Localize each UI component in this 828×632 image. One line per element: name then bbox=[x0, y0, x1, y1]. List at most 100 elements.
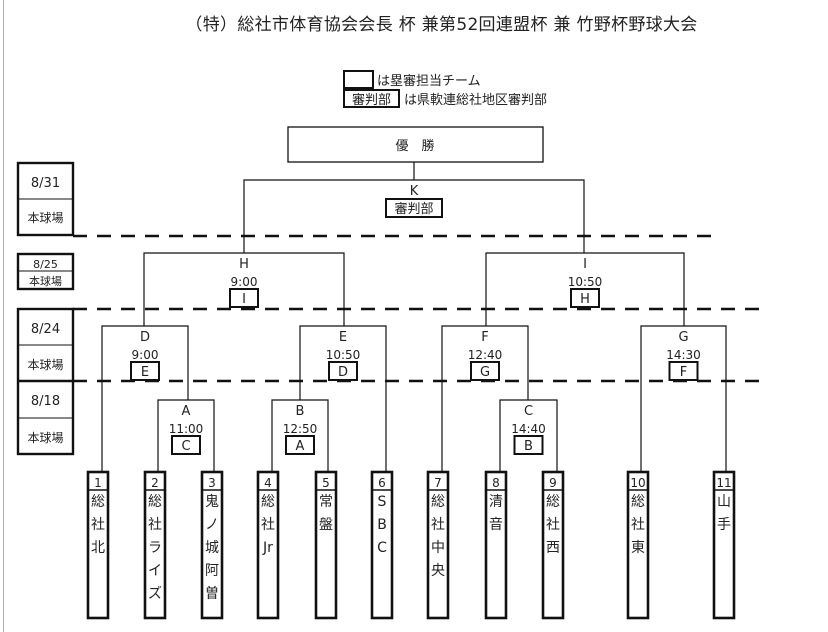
bracket-lines bbox=[101, 162, 727, 472]
match-H: H9:00I bbox=[229, 257, 259, 308]
legend-blank-box bbox=[343, 70, 374, 89]
match-id: D bbox=[140, 330, 150, 345]
match-id: K bbox=[410, 184, 419, 199]
team-name-char: 央 bbox=[431, 563, 445, 579]
team-box bbox=[541, 470, 565, 620]
team-box bbox=[256, 470, 280, 620]
match-id: A bbox=[182, 404, 191, 419]
team-name-char: 阿 bbox=[205, 563, 219, 579]
bracket-line bbox=[101, 325, 189, 472]
bracket-line bbox=[441, 325, 529, 472]
match-time: 14:40 bbox=[511, 422, 546, 436]
umpire-box bbox=[130, 361, 160, 381]
team-name-char: 鬼 bbox=[205, 494, 219, 510]
match-id: C bbox=[524, 404, 533, 419]
match-labels: K審判部H9:00II10:50HD9:00EE10:50DF12:40GG14… bbox=[130, 184, 701, 455]
bracket-match-A bbox=[157, 399, 215, 472]
team-name-char: 手 bbox=[717, 517, 731, 533]
date-label: 8/24 bbox=[31, 322, 60, 337]
winner-box bbox=[287, 126, 544, 163]
legend-referee-text: は県軟連総社地区審判部 bbox=[404, 92, 547, 108]
match-time: 14:30 bbox=[666, 348, 701, 362]
team-entry: 10 総社東 bbox=[626, 470, 650, 620]
page-edge-line bbox=[3, 0, 4, 632]
bracket-match-G bbox=[640, 325, 727, 472]
team-box bbox=[626, 470, 650, 620]
team-name-char: 総 bbox=[431, 494, 445, 510]
team-name-char: 総 bbox=[546, 494, 560, 510]
umpire-label: F bbox=[680, 365, 687, 380]
umpire-label: C bbox=[181, 439, 190, 454]
umpire-box bbox=[668, 361, 699, 381]
team-number: 10 bbox=[630, 476, 645, 490]
bracket-line bbox=[640, 325, 727, 472]
bracket-line bbox=[299, 325, 387, 472]
team-number: 11 bbox=[716, 476, 731, 490]
match-id: F bbox=[481, 330, 488, 345]
team-name-char: 東 bbox=[631, 540, 645, 556]
team-number: 6 bbox=[378, 476, 386, 490]
umpire-box bbox=[570, 288, 600, 308]
team-entries: 1総社北2総社ライズ3鬼ノ城阿曽4総社Jr5常盤6SBC7総社中央8清音9総社西… bbox=[86, 470, 736, 620]
bracket-match-B bbox=[271, 399, 329, 472]
team-box bbox=[712, 470, 736, 620]
match-id: B bbox=[296, 404, 305, 419]
umpire-label: H bbox=[580, 292, 590, 307]
venue-label: 本球場 bbox=[29, 274, 62, 288]
team-name-char: 西 bbox=[546, 540, 560, 556]
team-name-char: 清 bbox=[489, 494, 503, 510]
team-name-char: 社 bbox=[261, 517, 275, 533]
umpire-label: D bbox=[338, 365, 348, 380]
team-name-char: 社 bbox=[631, 517, 645, 533]
bracket-match-H bbox=[143, 252, 345, 326]
match-time: 12:40 bbox=[468, 348, 503, 362]
team-number: 8 bbox=[492, 476, 500, 490]
umpire-box bbox=[229, 288, 259, 308]
date-box-round-final: 8/31 本球場 bbox=[16, 161, 75, 237]
bracket-line bbox=[271, 399, 329, 472]
team-name-char: ズ bbox=[148, 586, 162, 602]
team-name-char: イ bbox=[148, 563, 162, 579]
team-box bbox=[143, 470, 167, 620]
match-D: D9:00E bbox=[130, 330, 160, 381]
team-box bbox=[314, 470, 338, 620]
match-time: 9:00 bbox=[132, 348, 159, 362]
team-name-char: 北 bbox=[91, 540, 105, 556]
team-number: 4 bbox=[264, 476, 272, 490]
match-I: I10:50H bbox=[568, 257, 602, 308]
match-G: G14:30F bbox=[666, 330, 701, 381]
team-name-char: 社 bbox=[431, 517, 445, 533]
bracket-match-I bbox=[485, 252, 685, 326]
team-name-char: ラ bbox=[148, 540, 162, 556]
date-column: 8/31 本球場 8/25 本球場 8/24 本球場 8/18 本球場 bbox=[16, 161, 75, 456]
bracket-match-F bbox=[441, 325, 529, 472]
match-time: 10:50 bbox=[326, 348, 361, 362]
team-box bbox=[426, 470, 450, 620]
umpire-box bbox=[171, 435, 201, 455]
team-name-char: 社 bbox=[91, 517, 105, 533]
match-B: B 12:50A bbox=[283, 404, 318, 455]
bracket-line bbox=[157, 399, 215, 472]
umpire-box bbox=[328, 361, 358, 381]
umpire-label: I bbox=[242, 292, 246, 307]
bracket-match-C bbox=[499, 399, 558, 472]
match-time: 12:50 bbox=[283, 422, 318, 436]
date-box-round-qf-r1: 8/24 本球場 8/18 本球場 bbox=[16, 307, 75, 456]
team-number: 9 bbox=[549, 476, 557, 490]
team-number: 2 bbox=[151, 476, 159, 490]
team-name-char: ノ bbox=[205, 517, 219, 533]
bracket-line bbox=[499, 399, 558, 472]
team-number: 7 bbox=[434, 476, 442, 490]
umpire-label: G bbox=[480, 365, 490, 380]
team-box bbox=[370, 470, 394, 620]
umpire-label: B bbox=[524, 439, 533, 454]
bracket-match-E bbox=[299, 325, 387, 472]
umpire-label: A bbox=[296, 439, 305, 454]
team-name-char: 総 bbox=[631, 494, 645, 510]
